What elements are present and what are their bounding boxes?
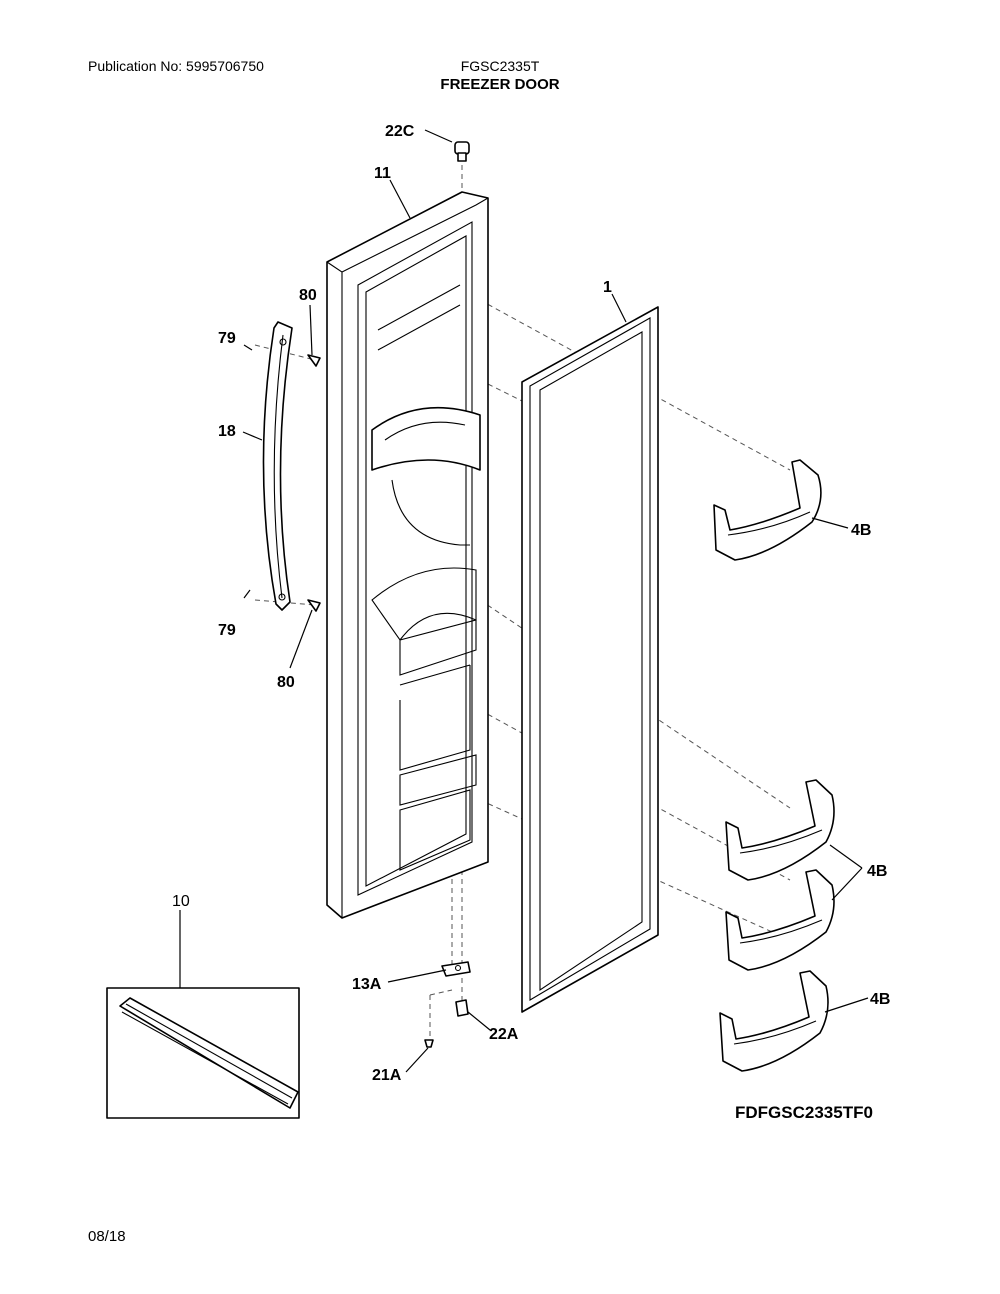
callout-1: 1: [603, 279, 612, 296]
model-number: FGSC2335T: [460, 58, 540, 74]
callout-4b-middle: 4B: [867, 863, 887, 880]
figure-code: FDFGSC2335TF0: [735, 1103, 873, 1122]
door-bin-part: [725, 779, 835, 881]
callout-80-bottom: 80: [277, 674, 295, 691]
freezer-door-part: [326, 191, 489, 919]
door-bin-part: [725, 869, 835, 971]
door-handle-part: [262, 321, 293, 611]
door-bin-part: [719, 970, 829, 1072]
callout-11: 11: [374, 165, 391, 182]
callout-leaders: [179, 129, 869, 1073]
section-title: FREEZER DOOR: [440, 76, 560, 93]
bottom-hinge-parts: [424, 961, 471, 1048]
callout-79-top: 79: [218, 330, 236, 347]
callout-22c: 22C: [385, 123, 415, 140]
callout-79-bottom: 79: [218, 622, 236, 639]
callout-13a: 13A: [352, 976, 382, 993]
callout-4b-bottom: 4B: [870, 991, 890, 1008]
publication-number: Publication No: 5995706750: [88, 58, 264, 74]
hinge-pin-top-part: [454, 141, 470, 162]
callout-10: 10: [172, 893, 190, 910]
callout-22a: 22A: [489, 1026, 519, 1043]
gasket-inset-box: [106, 987, 300, 1119]
door-bin-part: [713, 459, 822, 561]
door-gasket-part: [521, 306, 659, 1013]
callout-4b-top: 4B: [851, 522, 871, 539]
callout-80-top: 80: [299, 287, 317, 304]
callout-18: 18: [218, 423, 236, 440]
handle-fasteners: [243, 344, 321, 612]
footer-date: 08/18: [88, 1228, 126, 1245]
callout-21a: 21A: [372, 1067, 402, 1084]
